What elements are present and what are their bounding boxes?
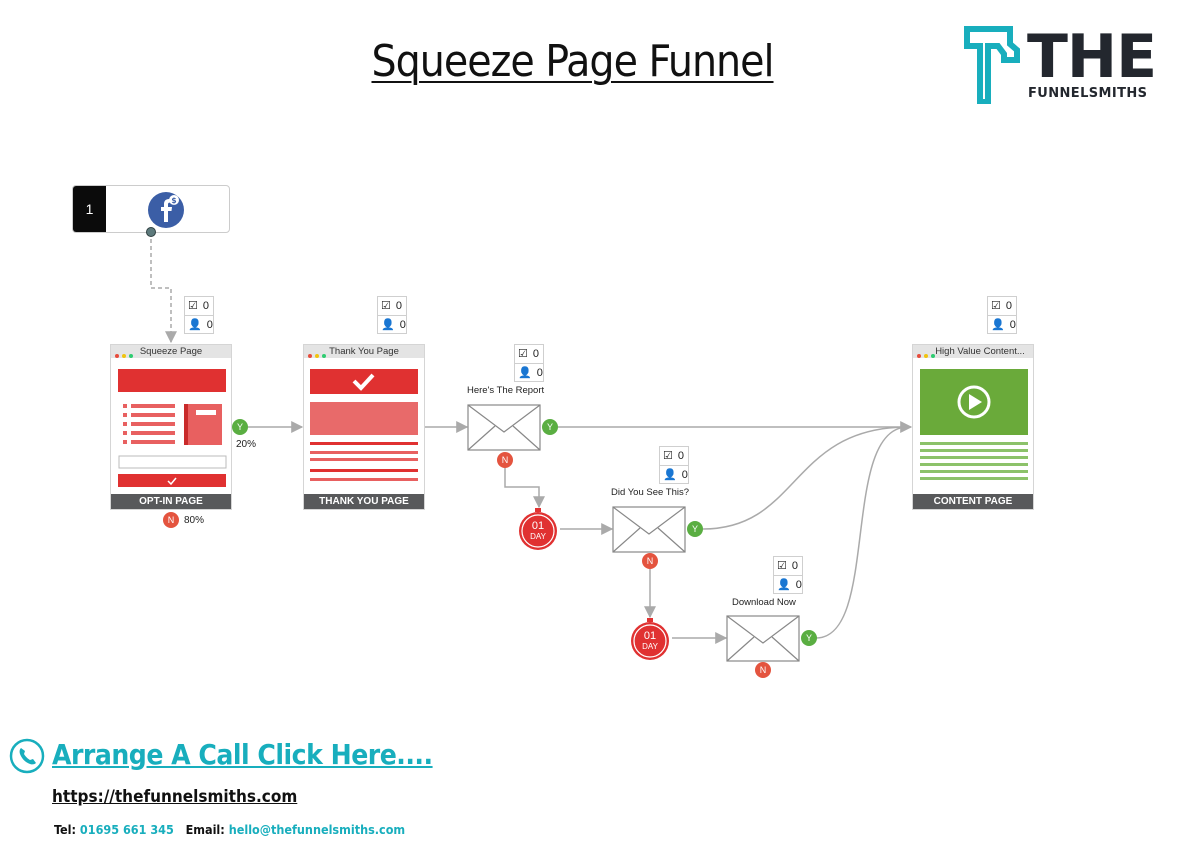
arrange-call-link[interactable]: Arrange A Call Click Here.... <box>52 738 433 771</box>
checkbox-icon: ☑ <box>777 560 787 572</box>
stopwatch-icon <box>631 618 669 660</box>
connector-email3-to-content <box>815 426 909 639</box>
funnelsmiths-logo-mark <box>964 26 1020 104</box>
page-footer: CONTENT PAGE <box>913 494 1033 509</box>
logo-word: THE <box>1027 22 1157 92</box>
optin-page-node[interactable]: Squeeze Page OPT-IN PAGE <box>110 344 232 510</box>
website-link[interactable]: https://thefunnelsmiths.com <box>52 787 298 807</box>
traffic-source-node[interactable]: 1 $ <box>72 185 230 233</box>
connector-source-to-squeeze <box>150 232 177 344</box>
page-title: Thank You Page <box>329 346 399 357</box>
yes-branch-badge[interactable]: Y <box>542 419 558 435</box>
phone-number[interactable]: 01695 661 345 <box>79 822 174 837</box>
thankyou-wireframe <box>310 369 418 481</box>
yes-percentage: 20% <box>236 439 257 450</box>
email-label: Did You See This? <box>611 487 689 498</box>
page-title: High Value Content... <box>935 346 1025 357</box>
no-branch-badge[interactable]: N <box>755 662 771 678</box>
source-output-handle[interactable] <box>146 227 156 237</box>
email-label: Here's The Report <box>467 385 545 396</box>
connector-email1-no <box>504 467 545 509</box>
thankyou-page-node[interactable]: Thank You Page THANK YOU PAGE <box>303 344 425 510</box>
phone-icon <box>9 738 45 774</box>
page-footer: THANK YOU PAGE <box>304 494 424 509</box>
checkbox-icon: ☑ <box>188 300 198 312</box>
delay-timer-1[interactable]: 01 DAY <box>516 508 560 552</box>
logo-subword: FUNNELSMITHS <box>1028 86 1148 101</box>
content-wireframe <box>920 369 1028 480</box>
person-icon: 👤 <box>663 469 677 481</box>
page-footer: OPT-IN PAGE <box>111 494 231 509</box>
yes-branch-badge[interactable]: Y <box>232 419 248 435</box>
content-page-node[interactable]: High Value Content... CONTENT PAGE <box>912 344 1034 510</box>
stats-email-3: ☑0 👤0 <box>773 556 803 594</box>
person-icon: 👤 <box>188 319 202 331</box>
stats-email-1: ☑0 👤0 <box>514 344 544 382</box>
checkbox-icon: ☑ <box>663 450 673 462</box>
stats-email-2: ☑0 👤0 <box>659 446 689 484</box>
stats-thankyou-page: ☑0 👤0 <box>377 296 407 334</box>
no-branch-badge[interactable]: N <box>497 452 513 468</box>
email-link[interactable]: hello@thefunnelsmiths.com <box>228 822 406 837</box>
checkbox-icon: ☑ <box>991 300 1001 312</box>
optin-wireframe <box>118 369 227 487</box>
stats-optin-page: ☑0 👤0 <box>184 296 214 334</box>
stats-content-page: ☑0 👤0 <box>987 296 1017 334</box>
email-3-node[interactable] <box>726 615 802 663</box>
person-icon: 👤 <box>518 367 532 379</box>
source-number: 1 <box>73 186 106 232</box>
no-percentage: 80% <box>184 515 205 526</box>
yes-branch-badge[interactable]: Y <box>687 521 703 537</box>
connector-email2-to-content <box>702 426 909 530</box>
svg-text:$: $ <box>171 196 176 205</box>
contact-line: Tel: 01695 661 345 Email: hello@thefunne… <box>54 822 406 837</box>
email-1-node[interactable] <box>467 404 543 452</box>
page-title: Squeeze Page <box>139 346 203 357</box>
yes-branch-badge[interactable]: Y <box>801 630 817 646</box>
no-branch-badge[interactable]: N <box>642 553 658 569</box>
checkbox-icon: ☑ <box>381 300 391 312</box>
facebook-ads-icon: $ <box>148 192 184 228</box>
email-2-node[interactable] <box>612 506 688 554</box>
checkbox-icon: ☑ <box>518 348 528 360</box>
page-title: Squeeze Page Funnel <box>371 36 774 87</box>
person-icon: 👤 <box>777 579 791 591</box>
no-branch-badge[interactable]: N <box>163 512 179 528</box>
person-icon: 👤 <box>381 319 395 331</box>
stopwatch-icon <box>519 508 557 550</box>
delay-timer-2[interactable]: 01 DAY <box>628 618 672 662</box>
email-label: Download Now <box>732 597 796 608</box>
person-icon: 👤 <box>991 319 1005 331</box>
